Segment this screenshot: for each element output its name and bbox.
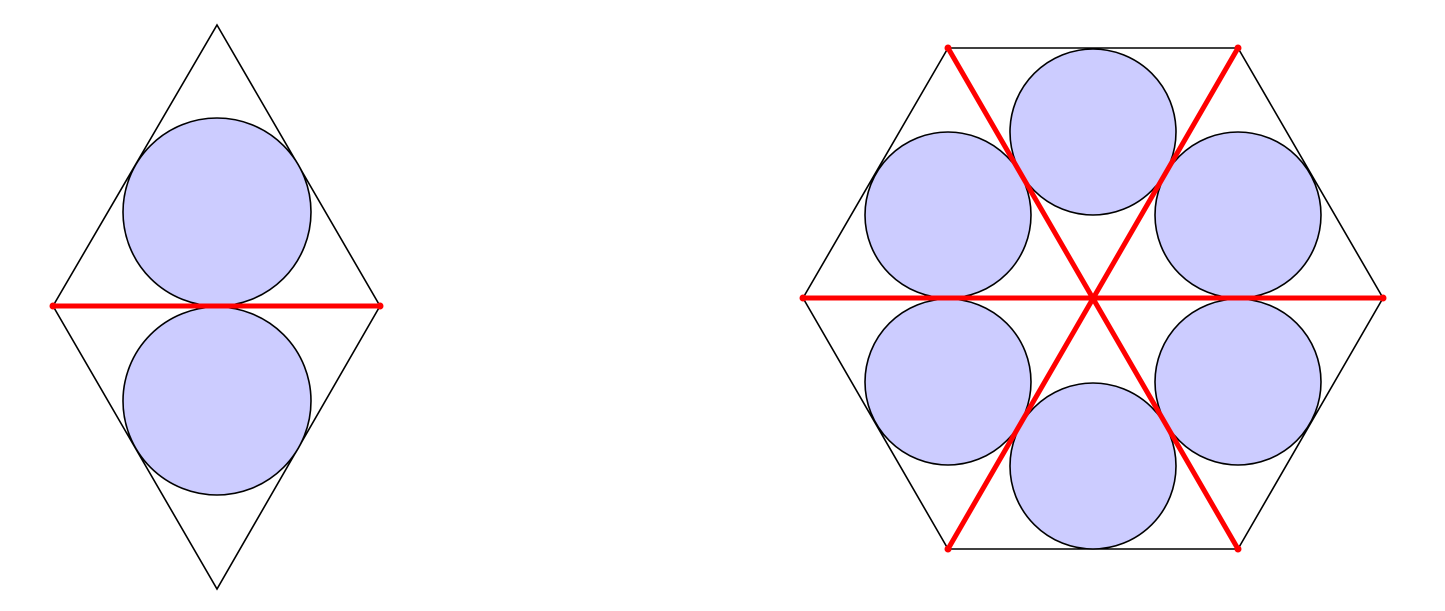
circle-upper-left [864,131,1032,299]
circle-lower-left [864,298,1032,466]
endpoint-dot [944,44,952,52]
hexagon-figure [799,44,1387,553]
endpoint-dot [1234,545,1242,553]
circle-top [1009,48,1177,216]
circle-upper-right [1154,131,1322,299]
endpoint-dot [799,294,807,302]
endpoint-dot [1234,44,1242,52]
circle-bottom [122,306,312,496]
circle-bottom [1009,382,1177,550]
rhombus-figure [49,23,384,591]
circle-top [122,117,312,307]
endpoint-dot [944,545,952,553]
cut-line-diagonal-up [945,46,1241,551]
endpoint-dot [1379,294,1387,302]
circle-lower-right [1154,298,1322,466]
endpoint-dot [49,302,57,310]
endpoint-dot [376,302,384,310]
rhombus-outline [52,23,381,591]
